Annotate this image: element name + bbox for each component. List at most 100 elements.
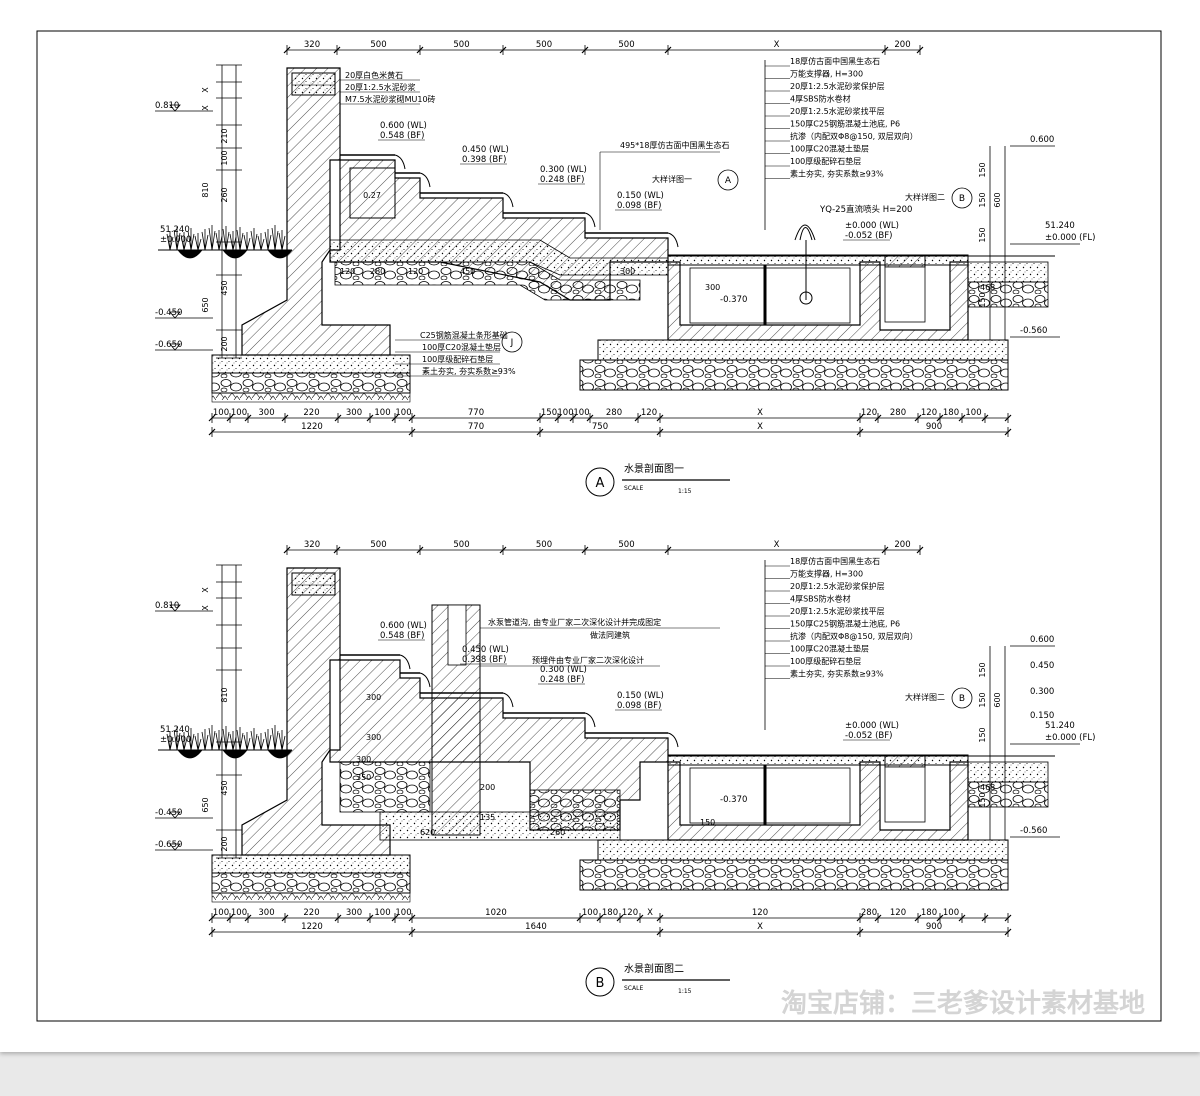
top-dim-slash <box>664 546 672 554</box>
section-title: 水景剖面图二 <box>624 962 684 975</box>
bottom1-dim-label: 100 <box>965 408 981 418</box>
left-dim-label: X <box>201 587 210 593</box>
base-note-3: 素土夯实, 夯实系数≥93% <box>422 366 516 376</box>
wall-note-0: 20厚白色米黄石 <box>345 70 403 80</box>
bottom1-dim-slash <box>536 414 544 422</box>
inner-dim-4: 200 <box>480 783 495 792</box>
bottom1-dim-slash <box>936 914 944 922</box>
water-level-wl-0: 0.600 (WL) <box>380 621 427 631</box>
right-paving <box>967 761 1049 783</box>
bottom1-dim-label: 220 <box>303 408 319 418</box>
bottom2-dim-slash <box>408 428 416 436</box>
overflow-trough <box>884 266 926 323</box>
left-level-0810-triangle <box>169 104 181 112</box>
bottom1-dim-slash <box>408 914 416 922</box>
bottom1-dim-slash <box>208 414 216 422</box>
detail-marker-b-circle <box>951 187 973 209</box>
left-level-0810-label: 0.810 <box>155 101 179 111</box>
grass-blade <box>194 233 202 251</box>
top-dim-label: X <box>774 540 780 550</box>
grass-root <box>222 749 248 759</box>
left-level-0650-label: -0.650 <box>155 840 182 850</box>
pool-note-8: 100厚级配碎石垫层 <box>790 156 861 166</box>
grass-root <box>177 749 203 759</box>
bottom1-dim-slash <box>874 414 882 422</box>
bottom1-dim-slash <box>596 914 604 922</box>
bottom1-dim-slash <box>226 914 234 922</box>
bottom1-dim-slash <box>914 914 922 922</box>
top-dim-slash <box>581 546 589 554</box>
pool-note-0: 18厚仿古面中国黑生态石 <box>790 56 880 66</box>
pool-note-3: 4厚SBS防水卷材 <box>790 94 851 104</box>
left-dim-label: 450 <box>220 780 229 795</box>
inner-dim-1: 280 <box>370 267 385 276</box>
pool-concrete-pad <box>597 339 1009 361</box>
grass-root <box>177 249 203 259</box>
cascade-gravel-base <box>334 261 641 301</box>
pool-paving-stone <box>667 254 969 266</box>
bottom2-dim-label: 900 <box>926 422 942 432</box>
grass-blade <box>187 228 195 251</box>
bottom1-dim-label: X <box>647 908 653 918</box>
bottom2-dim-slash <box>1004 928 1012 936</box>
left-level-0450-triangle <box>169 311 181 319</box>
detail-marker-b: B <box>959 694 965 704</box>
left-level-ground: 51.240 <box>160 725 190 735</box>
top-dim-slash <box>881 46 889 54</box>
grass-blade <box>250 728 258 751</box>
bottom1-dim-label: 100 <box>943 908 959 918</box>
left-dim-label: 650 <box>201 797 210 812</box>
bottom1-dim-slash <box>554 414 562 422</box>
right-level-3: -0.560 <box>1020 326 1047 336</box>
left-dim-label: 810 <box>201 182 210 197</box>
left-dim-label: 210 <box>220 128 229 143</box>
inner-dim-5: 620 <box>420 828 435 837</box>
water-nappe-0 <box>399 654 411 670</box>
pool-note-5: 150厚C25钢筋混凝土池底, P6 <box>790 619 900 629</box>
bottom1-dim-slash <box>1004 414 1012 422</box>
top-dim-label: 500 <box>370 540 386 550</box>
bottom1-dim-label: 100 <box>213 408 229 418</box>
pool-floor-level: -0.370 <box>720 795 747 805</box>
water-nappe-2 <box>502 692 514 708</box>
top-dim-slash <box>333 546 341 554</box>
grass-blade <box>278 730 286 751</box>
bottom1-dim-label: 100 <box>213 908 229 918</box>
bottom1-dim-label: 180 <box>943 408 959 418</box>
pool-note-6: 抗渗（内配双Φ8@150, 双层双向） <box>790 131 918 141</box>
grass-blade <box>243 732 251 751</box>
bottom1-dim-slash <box>334 414 342 422</box>
detail-marker-a: A <box>725 176 732 186</box>
bottom1-dim-slash <box>569 414 577 422</box>
right-level-2: 0.300 <box>1030 687 1054 697</box>
pool-note-2: 20厚1:2.5水泥砂浆保护层 <box>790 81 885 91</box>
bottom1-dim-slash <box>981 414 989 422</box>
bottom1-dim-slash <box>281 914 289 922</box>
inner-dim-5: 300 <box>705 283 720 292</box>
bottom1-dim-slash <box>281 414 289 422</box>
wall-note-2: M7.5水泥砂浆砌MU10砖 <box>345 94 436 104</box>
water-nappe-1 <box>419 672 431 688</box>
bottom1-dim-label: 100 <box>395 908 411 918</box>
top-dim-label: X <box>774 40 780 50</box>
grass-blade <box>166 731 174 751</box>
top-dim-slash <box>416 546 424 554</box>
grass-blade <box>173 727 181 751</box>
pool-concrete-pad <box>597 839 1009 861</box>
bottom2-dim-slash <box>856 928 864 936</box>
water-level-bf-1: 0.398 (BF) <box>462 155 506 165</box>
pool-note-8: 100厚级配碎石垫层 <box>790 656 861 666</box>
top-dim-label: 500 <box>370 40 386 50</box>
inner-dim-3: 350 <box>356 773 371 782</box>
top-dim-slash <box>916 46 924 54</box>
water-level-wl-2: 0.300 (WL) <box>540 165 587 175</box>
right-paving <box>967 261 1049 283</box>
wall-cap-stone <box>291 72 336 96</box>
wall-note-1: 20厚1:2.5水泥砂浆 <box>345 82 416 92</box>
bottom2-dim-label: X <box>757 922 763 932</box>
top-dim-slash <box>581 46 589 54</box>
bottom1-dim-label: 180 <box>921 908 937 918</box>
left-dim-label: X <box>201 87 210 93</box>
